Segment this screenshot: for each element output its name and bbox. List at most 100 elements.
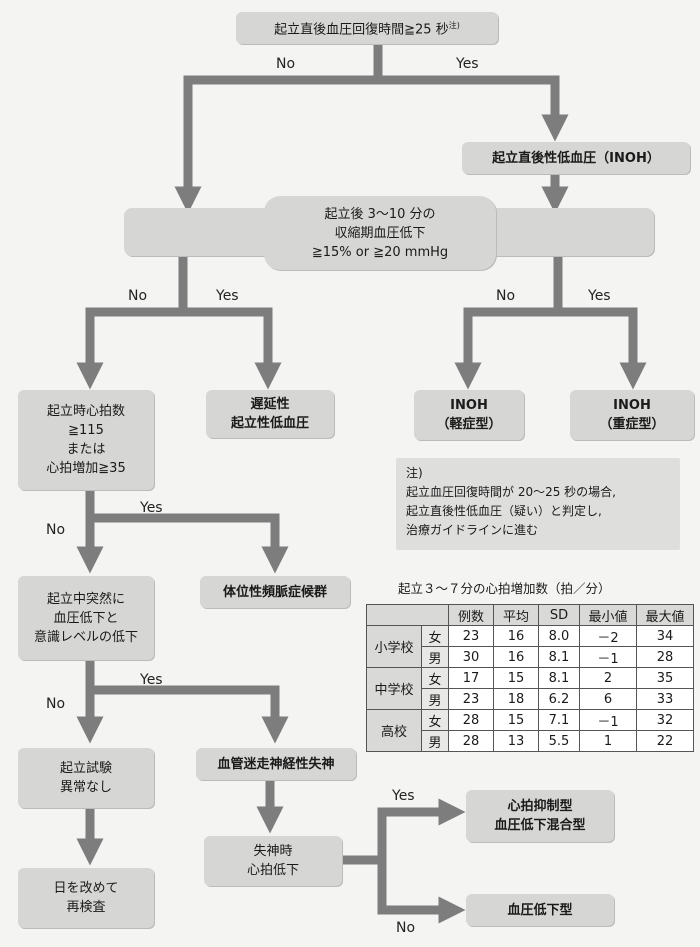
node-inoh-text: 起立直後性低血圧（INOH）	[492, 150, 660, 166]
value-cell: 28	[448, 730, 494, 752]
node-vvs: 血管迷走神経性失神	[196, 748, 356, 780]
node-q2-line1: 起立後 3～10 分の	[324, 206, 436, 222]
group-name: 高校	[366, 709, 422, 752]
value-cell: 34	[636, 625, 694, 647]
note-box: 注) 起立血圧回復時間が 20～25 秒の場合, 起立直後性低血圧（疑い）と判定…	[396, 458, 680, 550]
node-q2-line2: 収縮期血圧低下	[334, 225, 426, 241]
value-cell: 5.5	[538, 730, 580, 752]
node-inoh: 起立直後性低血圧（INOH）	[462, 142, 690, 174]
arrow-start-yes	[378, 75, 569, 142]
node-q3-line1: 起立時心拍数	[46, 404, 125, 419]
value-cell: 28	[636, 646, 694, 668]
value-cell: 16	[493, 646, 539, 668]
header-blank	[366, 604, 449, 626]
node-normal-line1: 起立試験	[59, 761, 112, 776]
node-start: 起立直後血圧回復時間≧25 秒注)	[236, 12, 498, 44]
value-cell: 1	[579, 730, 637, 752]
table-row: 高校 女 28 15 7.1 －1 32	[366, 709, 694, 752]
node-q3: 起立時心拍数 ≧115 または 心拍増加≧35	[18, 390, 154, 490]
label-q2-yes: Yes	[216, 288, 239, 304]
label-q4-yes: Yes	[140, 672, 163, 688]
node-q3-line4: 心拍増加≧35	[46, 461, 126, 476]
value-cell: 35	[636, 667, 694, 689]
value-cell: 23	[448, 688, 494, 710]
value-cell: 8.1	[538, 646, 580, 668]
note-line3: 起立直後性低血圧（疑い）と判定し,	[406, 504, 602, 518]
node-pots-text: 体位性頻脈症候群	[222, 584, 327, 600]
node-inoh-mild: INOH （軽症型）	[414, 390, 524, 440]
value-cell: 22	[636, 730, 694, 752]
sex-cell: 女	[421, 667, 449, 689]
table-row: 男 30 16 8.1 －1 28	[367, 646, 694, 668]
node-q5: 失神時 心拍低下	[204, 836, 342, 886]
sex-cell: 女	[421, 709, 449, 731]
group-name: 小学校	[366, 625, 422, 668]
node-retest-line1: 日を改めて	[53, 881, 119, 896]
node-retest-line2: 再検査	[66, 900, 106, 915]
node-q4-line2: 血圧低下と	[53, 610, 119, 626]
node-retest: 日を改めて 再検査	[18, 868, 154, 928]
sex-cell: 男	[421, 730, 449, 752]
node-q5-line1: 失神時	[253, 844, 293, 859]
sex-cell: 女	[421, 625, 449, 647]
node-q5-line2: 心拍低下	[246, 863, 299, 878]
label-q3-yes: Yes	[140, 500, 163, 516]
heart-rate-table: 例数 平均 SD 最小値 最大値 小学校 女 23 16 8.0 －2 34 男…	[366, 604, 694, 752]
value-cell: 16	[493, 625, 539, 647]
arrow-q2-yes	[183, 307, 282, 390]
value-cell: －1	[579, 646, 637, 668]
header-min: 最小値	[579, 604, 637, 626]
node-inoh-severe-line1: INOH	[613, 398, 651, 413]
node-inoh-severe-line2: （重症型）	[599, 417, 665, 432]
arrow-q5-yes	[377, 798, 466, 860]
label-q5-no: No	[396, 920, 416, 936]
node-mixed-line2: 血圧低下混合型	[494, 818, 586, 833]
value-cell: －1	[579, 709, 637, 731]
value-cell: 28	[448, 709, 494, 731]
node-bp-type: 血圧低下型	[466, 894, 614, 926]
value-cell: 15	[493, 667, 539, 689]
header-count: 例数	[448, 604, 494, 626]
value-cell: 23	[448, 625, 494, 647]
value-cell: 32	[636, 709, 694, 731]
note-line2: 起立血圧回復時間が 20～25 秒の場合,	[406, 485, 616, 499]
table-header-row: 例数 平均 SD 最小値 最大値	[366, 604, 694, 626]
value-cell: 6.2	[538, 688, 580, 710]
header-max: 最大値	[636, 604, 694, 626]
table-row: 中学校 女 17 15 8.1 2 35	[366, 667, 694, 710]
note-mark: 注)	[448, 21, 460, 31]
value-cell: 33	[636, 688, 694, 710]
value-cell: 6	[579, 688, 637, 710]
label-q2r-yes: Yes	[588, 288, 611, 304]
header-mean: 平均	[493, 604, 539, 626]
label-start-no: No	[276, 56, 296, 72]
label-q2-no: No	[128, 288, 148, 304]
group-name: 中学校	[366, 667, 422, 710]
table-row: 男 28 13 5.5 1 22	[367, 730, 694, 752]
node-delayed: 遅延性 起立性低血圧	[206, 390, 334, 438]
arrow-q4-yes	[90, 685, 289, 744]
label-q4-no: No	[46, 696, 66, 712]
note-line4: 治療ガイドラインに進む	[406, 523, 539, 537]
value-cell: 17	[448, 667, 494, 689]
node-q4-line1: 起立中突然に	[46, 591, 125, 607]
node-mixed: 心拍抑制型 血圧低下混合型	[466, 790, 614, 842]
value-cell: 7.1	[538, 709, 580, 731]
value-cell: 2	[579, 667, 637, 689]
value-cell: 8.1	[538, 667, 580, 689]
node-delayed-line2: 起立性低血圧	[230, 416, 309, 431]
value-cell: 13	[493, 730, 539, 752]
value-cell: 8.0	[538, 625, 580, 647]
arrow-q2r-yes	[558, 307, 647, 390]
node-q2-line3: ≧15% or ≧20 mmHg	[311, 244, 449, 260]
node-q2-center: 起立後 3～10 分の 収縮期血圧低下 ≧15% or ≧20 mmHg	[264, 196, 496, 270]
table-row: 小学校 女 23 16 8.0 －2 34	[366, 625, 694, 668]
header-sd: SD	[538, 604, 580, 626]
arrow-q3-yes	[90, 513, 289, 574]
label-q5-yes: Yes	[392, 788, 415, 804]
table-row: 男 23 18 6.2 6 33	[367, 688, 694, 710]
note-line1: 注)	[406, 466, 423, 480]
node-inoh-mild-line2: （軽症型）	[436, 417, 502, 432]
arrow-q2-no	[76, 307, 183, 390]
